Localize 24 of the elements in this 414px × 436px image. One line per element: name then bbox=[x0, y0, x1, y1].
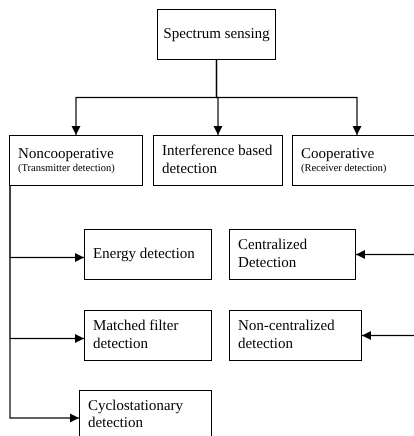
arrow bbox=[362, 331, 414, 340]
arrow bbox=[356, 250, 414, 259]
box-label: Cyclostationary detection bbox=[88, 398, 184, 432]
process-box bbox=[157, 9, 276, 60]
process-box bbox=[292, 135, 414, 186]
process-box bbox=[84, 229, 212, 280]
arrow bbox=[9, 186, 79, 422]
box-label: Non-centralized detection bbox=[238, 318, 336, 353]
arrow bbox=[216, 60, 362, 135]
box-label: Cooperative bbox=[301, 146, 374, 164]
process-box bbox=[79, 390, 212, 436]
process-box bbox=[229, 310, 362, 361]
box-label: Matched filter detection bbox=[93, 318, 180, 353]
box-label: Centralized Detection bbox=[238, 237, 308, 272]
process-box bbox=[229, 229, 356, 280]
process-box bbox=[9, 135, 143, 186]
box-label: Interference based detection bbox=[162, 143, 274, 178]
process-box bbox=[153, 135, 283, 186]
box-subtitle: (Receiver detection) bbox=[301, 163, 386, 176]
process-box bbox=[84, 310, 212, 361]
box-label: Noncooperative bbox=[18, 146, 114, 164]
box-subtitle: (Transmitter detection) bbox=[18, 163, 115, 176]
box-label: Spectrum sensing bbox=[163, 26, 270, 44]
box-label: Energy detection bbox=[93, 246, 195, 264]
